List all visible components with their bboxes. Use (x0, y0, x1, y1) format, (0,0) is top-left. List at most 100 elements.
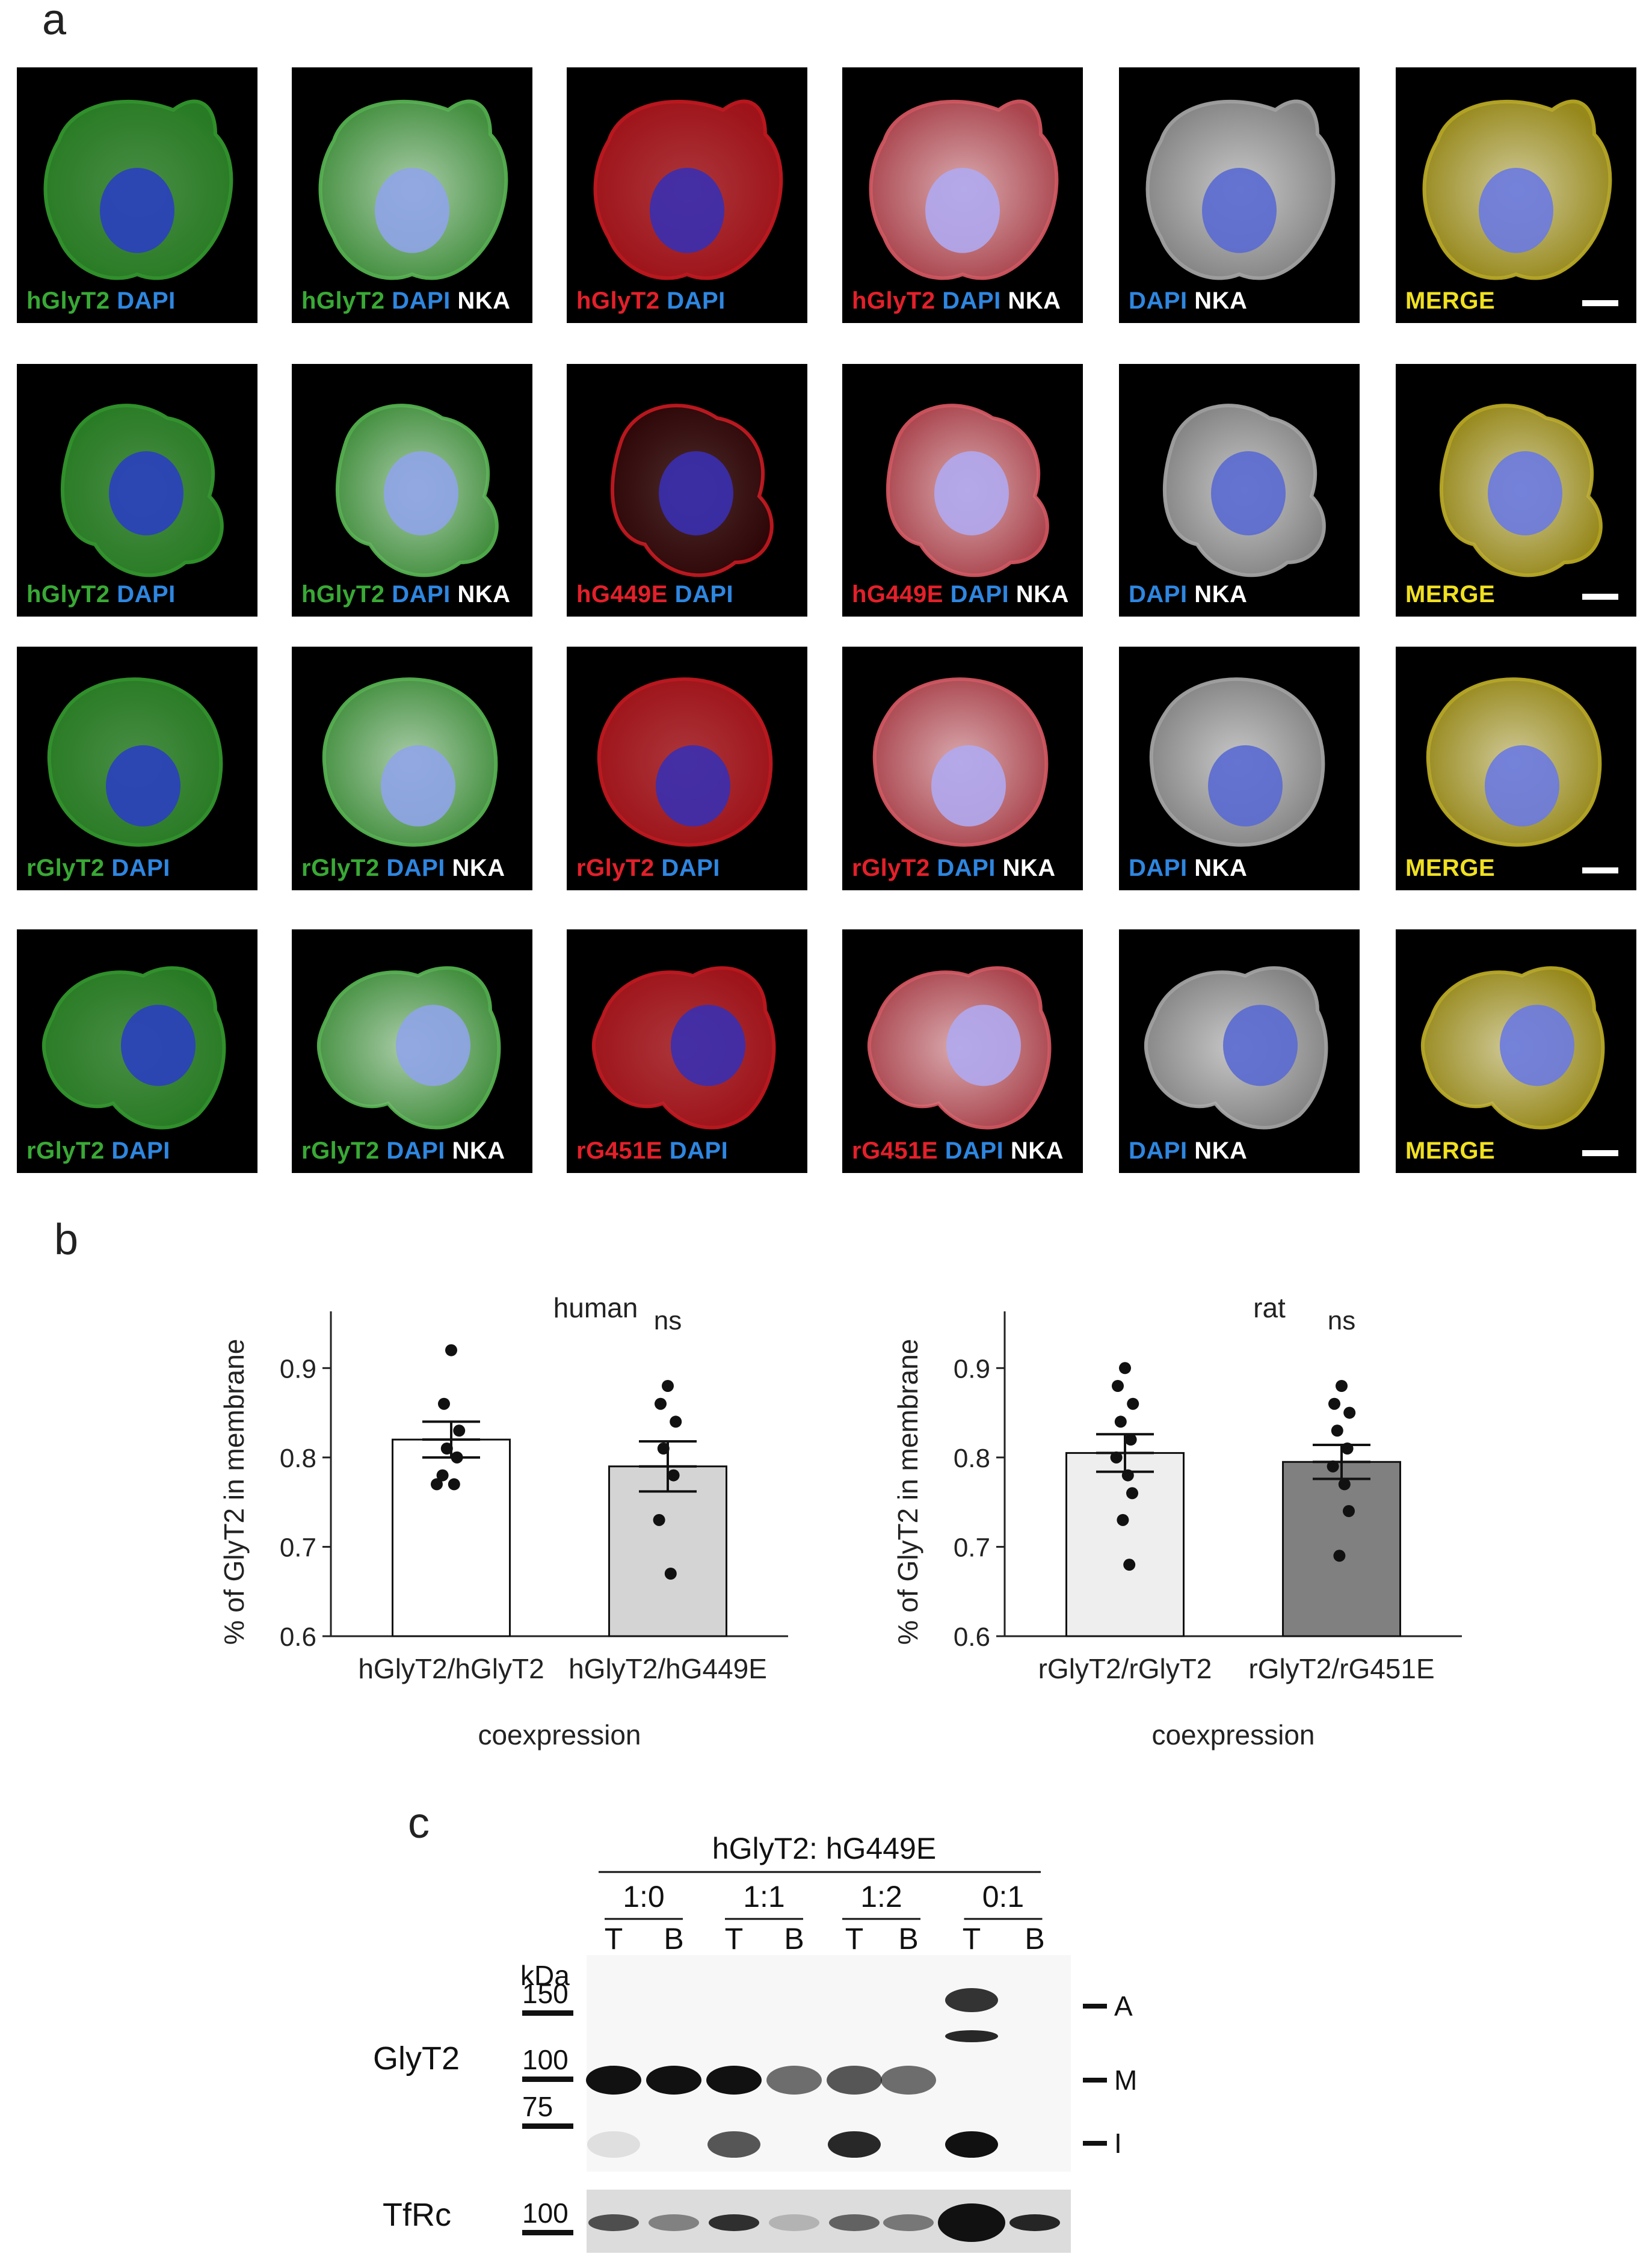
data-point (1341, 1442, 1354, 1455)
data-point (1126, 1487, 1138, 1500)
label-part: MERGE (1405, 581, 1496, 608)
lane-label: T (845, 1922, 864, 1956)
y-tick-label: 0.6 (280, 1622, 316, 1652)
kda-label: kDa (520, 1960, 570, 1991)
micrograph-r1-c2: hGlyT2 DAPI NKA (292, 67, 532, 323)
micrograph-label: DAPI NKA (1129, 1138, 1247, 1165)
cell-image (869, 99, 1059, 280)
micrograph-label: hGlyT2 DAPI NKA (301, 581, 511, 608)
band-tfrc (829, 2214, 880, 2231)
nucleus (1202, 167, 1277, 253)
band-immature (707, 2131, 760, 2158)
data-point (667, 1469, 680, 1482)
label-part: NKA (995, 855, 1056, 881)
cell-image (1439, 404, 1603, 577)
label-part: DAPI (384, 288, 451, 314)
scale-bar (1582, 1150, 1618, 1156)
ratio-label: 1:1 (743, 1880, 785, 1914)
label-part: NKA (1187, 581, 1248, 608)
x-axis-label: coexpression (478, 1719, 641, 1750)
cell-image (1422, 99, 1612, 280)
label-part: DAPI (1129, 855, 1188, 881)
label-part: NKA (445, 1138, 505, 1164)
band-tfrc (938, 2203, 1005, 2242)
micrograph-r2-c3: hG449E DAPI (567, 364, 807, 617)
cell-image (886, 404, 1049, 577)
y-tick-label: 0.7 (954, 1533, 990, 1562)
nucleus (1479, 167, 1553, 253)
data-point (1119, 1362, 1131, 1375)
data-point (1124, 1433, 1137, 1446)
data-point (1112, 1380, 1124, 1392)
label-part: NKA (450, 288, 511, 314)
micrograph-label: rGlyT2 DAPI (26, 855, 170, 882)
micrograph-r4-c1: rGlyT2 DAPI (17, 929, 257, 1173)
label-part: DAPI (943, 581, 1009, 608)
cell-image (597, 677, 773, 847)
micrograph-label: rGlyT2 DAPI NKA (852, 855, 1056, 882)
lane-label: T (725, 1922, 744, 1956)
micrograph-r2-c5: DAPI NKA (1119, 364, 1360, 617)
band-monomer (706, 2066, 762, 2095)
micrograph-r3-c4: rGlyT2 DAPI NKA (842, 647, 1083, 890)
nucleus (121, 1005, 196, 1086)
x-tick-label: hGlyT2/hG449E (569, 1653, 767, 1684)
data-point (1333, 1550, 1346, 1562)
band-monomer (646, 2066, 701, 2095)
micrograph-r2-c4: hG449E DAPI NKA (842, 364, 1083, 617)
label-part: NKA (450, 581, 511, 608)
micrograph-r4-c3: rG451E DAPI (567, 929, 807, 1173)
nucleus (659, 451, 733, 535)
band-tfrc (649, 2214, 699, 2231)
label-part: DAPI (938, 1138, 1004, 1164)
row-label-glyt2: GlyT2 (373, 2040, 460, 2077)
data-point (453, 1424, 466, 1437)
cell-image (60, 404, 224, 577)
data-point (664, 1568, 677, 1580)
scale-bar (1582, 867, 1618, 873)
nucleus (1485, 745, 1559, 827)
label-part: DAPI (384, 581, 451, 608)
cell-image (1426, 677, 1602, 847)
label-part: hGlyT2 (301, 581, 385, 608)
cell-image (1149, 677, 1325, 847)
label-part: rGlyT2 (301, 1138, 380, 1164)
data-point (451, 1451, 463, 1464)
data-point (1331, 1424, 1343, 1437)
label-part: NKA (1000, 288, 1061, 314)
micrograph-label: MERGE (1405, 855, 1495, 882)
data-point (1117, 1513, 1129, 1526)
nucleus (1208, 745, 1283, 827)
ratio-label: 1:2 (860, 1880, 902, 1914)
label-part: rG451E (852, 1138, 938, 1164)
micrograph-label: hGlyT2 DAPI (26, 581, 176, 608)
nucleus (925, 167, 1000, 253)
micrograph-label: hGlyT2 DAPI (26, 288, 176, 315)
micrograph-r3-c5: DAPI NKA (1119, 647, 1360, 890)
band-monomer (881, 2066, 936, 2095)
data-point (1343, 1406, 1356, 1419)
nucleus (934, 451, 1009, 535)
band-tfrc (588, 2214, 639, 2231)
label-part: DAPI (662, 1138, 729, 1164)
micrograph-label: rGlyT2 DAPI (26, 1138, 170, 1165)
label-part: rGlyT2 (576, 855, 655, 881)
lane-label: T (963, 1922, 981, 1956)
cell-image (1162, 404, 1326, 577)
nucleus (375, 167, 449, 253)
micrograph-label: hG449E DAPI NKA (852, 581, 1069, 608)
marker-label: 150 (522, 1978, 569, 2009)
marker-label-tfrc: 100 (522, 2197, 569, 2229)
label-part: MERGE (1405, 855, 1496, 881)
label-part: DAPI (379, 855, 445, 881)
y-axis-label: % of GlyT2 in membrane (892, 1339, 923, 1645)
cell-image (610, 404, 774, 577)
label-part: rGlyT2 (301, 855, 380, 881)
micrograph-label: rG451E DAPI NKA (852, 1138, 1064, 1165)
chart-title: rat (1253, 1292, 1286, 1323)
band-label: I (1114, 2128, 1122, 2159)
label-part: DAPI (379, 1138, 445, 1164)
data-point (1327, 1460, 1339, 1473)
